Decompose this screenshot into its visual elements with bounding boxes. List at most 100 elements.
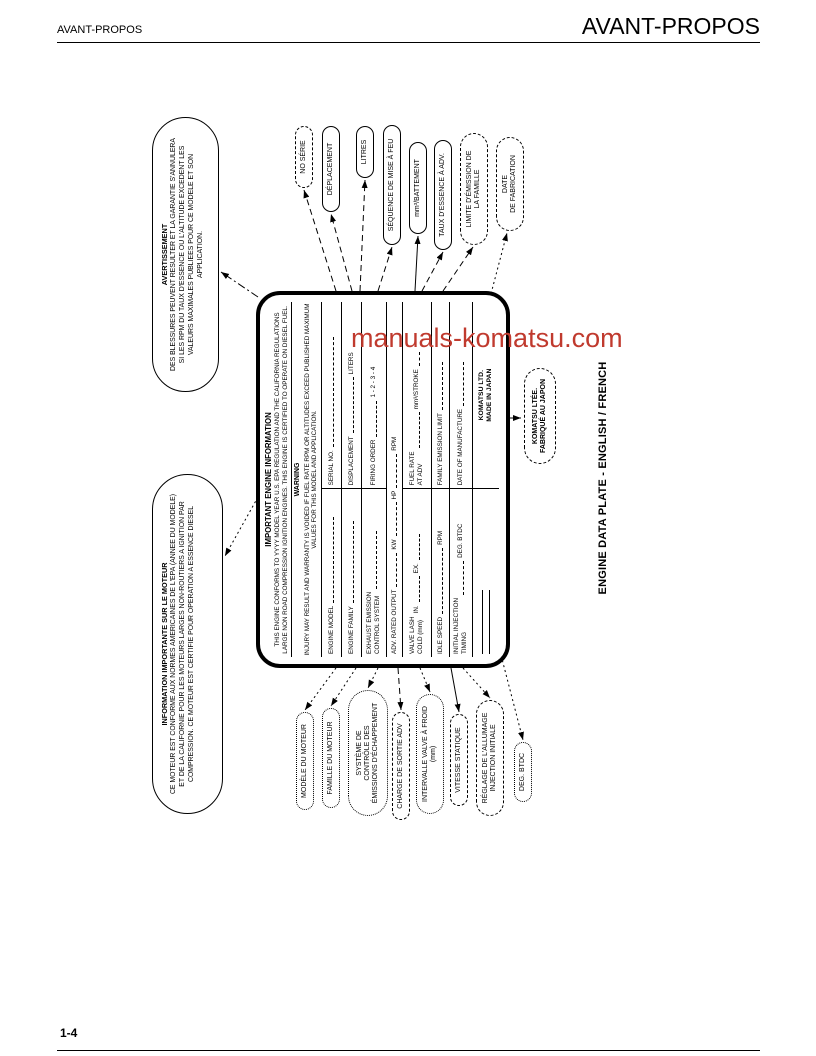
field-idle-speed: IDLE SPEED (436, 616, 444, 654)
blank-field (391, 502, 398, 537)
field-date-of-manufacture: DATE OF MANUFACTURE (457, 408, 465, 486)
rotated-diagram: INFORMATION IMPORTANTE SUR LE MOTEUR CE … (150, 115, 630, 830)
connector-liters (359, 179, 368, 292)
blank-field (457, 560, 464, 595)
blank-field (391, 453, 398, 488)
blank-field (413, 352, 420, 367)
callout-famille-moteur: FAMILLE DU MOTEUR (322, 708, 340, 808)
plate-conformity-text: THIS ENGINE CONFORMS TO YYYY MODEL YEAR … (274, 305, 289, 654)
table-row: ENGINE FAMILY DISPLACEMENT LITERS (340, 302, 361, 657)
field-firing-order: FIRING ORDER (370, 439, 378, 486)
field-fuel-rate: FUEL RATE AT ADV (409, 451, 424, 486)
blank-field (370, 530, 377, 589)
blank-signature-lines (481, 492, 490, 654)
field-deg-btdc: DEG. BTDC (457, 523, 465, 558)
watermark: manuals-komatsu.com (351, 323, 623, 353)
callout-taux-essence-adv: TAUX D'ESSENCE À ADV. (434, 140, 452, 250)
callout-charge-sortie-adv: CHARGE DE SORTIE ADV (392, 712, 410, 820)
header-running-title: AVANT-PROPOS (57, 24, 143, 36)
french-info-body: CE MOTEUR EST CONFORME AUX NORMES AMERIC… (170, 493, 195, 795)
plate-title: IMPORTANT ENGINE INFORMATION (264, 412, 273, 547)
page-title: AVANT-PROPOS (581, 13, 760, 39)
connector-fuel-rate (421, 251, 444, 292)
field-adv-output: ADV. RATED OUTPUT (390, 589, 398, 654)
table-row: ADV. RATED OUTPUT KW HP RPM (385, 302, 402, 657)
callout-deg-btdc: DEG. BTDC (514, 742, 532, 802)
french-info-title: INFORMATION IMPORTANTE SUR LE MOTEUR (160, 562, 169, 726)
blank-line (488, 590, 490, 654)
field-firing-order-value: 1 - 2 - 3 - 4 (370, 366, 378, 398)
table-row: KOMATSU LTD. MADE IN JAPAN (471, 302, 499, 657)
field-family-emission-limit: FAMILY EMISSION LIMIT (436, 413, 444, 486)
connector-mm3-stroke (414, 235, 421, 292)
blank-field (370, 400, 377, 437)
callout-no-serie: NO SÉRIE (295, 126, 313, 188)
french-info-oval: INFORMATION IMPORTANTE SUR LE MOTEUR CE … (152, 474, 223, 814)
blank-field (391, 552, 398, 587)
blank-field (328, 337, 335, 448)
field-engine-model: ENGINE MODEL (327, 605, 335, 654)
connector-emission-system (367, 667, 379, 689)
field-displacement: DISPLACEMENT (347, 436, 355, 486)
callout-deplacement: DÉPLACEMENT (322, 126, 340, 212)
connector-adv-output (397, 667, 404, 711)
connector-valve-lash (419, 667, 431, 693)
blank-field (348, 521, 355, 604)
blank-field (437, 362, 444, 411)
field-engine-family: ENGINE FAMILY (347, 606, 355, 654)
blank-field (413, 576, 420, 603)
footer-rule (57, 1050, 760, 1051)
table-row: IDLE SPEED RPM FAMILY EMISSION LIMIT (430, 302, 449, 657)
field-valve-lash: VALVE LASH COLD (mm) (409, 616, 424, 654)
plate-warning-body: INJURY MAY RESULT AND WARRANTY IS VOIDED… (303, 303, 319, 656)
field-mm3-stroke: mm³/STROKE (413, 369, 421, 410)
blank-field (413, 534, 420, 561)
field-in: IN. (413, 605, 421, 614)
connector-serial-no (303, 189, 337, 292)
header-rule (57, 42, 760, 43)
table-row: ENGINE MODEL SERIAL NO. (320, 302, 341, 657)
connector-information (224, 496, 259, 557)
field-serial-no: SERIAL NO. (327, 450, 335, 486)
callout-reglage-allumage: RÉGLAGE DE L'ALLUMAGE INJECTION INITIALE (476, 700, 504, 816)
blank-line (481, 590, 483, 654)
connector-displacement (330, 213, 353, 292)
callout-limite-emission-famille: LIMITE D'ÉMISSION DE LA FAMILLE (460, 133, 488, 245)
field-kw: KW (390, 539, 398, 550)
connector-firing-order (377, 246, 393, 292)
french-warning-body: DES BLESSURES PEUVENT RESULTER ET LA GAR… (170, 138, 204, 371)
connector-injection-timing (462, 667, 491, 699)
callout-intervalle-valve-froid: INTERVALLE VALVE À FROID (mm) (416, 694, 444, 814)
french-warning-oval: AVERTISSEMENT DES BLESSURES PEUVENT RESU… (152, 117, 219, 392)
blank-field (348, 377, 355, 434)
connector-emission-limit (442, 246, 474, 292)
blank-field (457, 361, 464, 406)
table-row: VALVE LASH COLD (mm) IN. EX. FUEL RATE A… (401, 302, 431, 657)
connector-idle-speed (450, 667, 461, 713)
callout-komatsu-ltee: KOMATSU LTÉE. FABRIQUÉ AU JAPON (524, 368, 556, 464)
field-idle-rpm: RPM (436, 530, 444, 545)
field-hp: HP (390, 490, 398, 500)
plate-divider (291, 302, 293, 657)
connector-avertissement (220, 271, 259, 298)
callout-vitesse-statique: VITESSE STATIQUE (450, 714, 468, 806)
connector-engine-model (304, 667, 337, 711)
plate-table: ENGINE MODEL SERIAL NO. ENGINE FAMILY DI… (320, 302, 499, 657)
callout-modele-moteur: MODÈLE DU MOTEUR (296, 712, 314, 810)
table-row: EXHAUST EMISSION CONTROL SYSTEM FIRING O… (360, 302, 386, 657)
callout-systeme-controle-emissions: SYSTÈME DE CONTRÔLE DES ÉMISSIONS D'ÉCHA… (348, 690, 388, 816)
callout-date-fabrication: DATE DE FABRICATION (496, 137, 524, 231)
field-initial-injection: INITIAL INJECTION TIMING (453, 597, 468, 654)
field-liters: LITERS (347, 352, 355, 375)
callout-mm3-battement: mm³/BATTEMENT (409, 142, 427, 234)
field-rpm: RPM (390, 436, 398, 451)
page-number: 1-4 (60, 1026, 78, 1040)
engine-plate-figure: INFORMATION IMPORTANTE SUR LE MOTEUR CE … (150, 115, 630, 830)
callout-sequence-mise-a-feu: SÉQUENCE DE MISE À FEU (383, 125, 401, 245)
blank-field (413, 412, 420, 449)
table-row: INITIAL INJECTION TIMING DEG. BTDC DATE O… (448, 302, 472, 657)
field-exhaust-emission: EXHAUST EMISSION CONTROL SYSTEM (366, 591, 381, 654)
blank-field (328, 516, 335, 603)
blank-field (437, 547, 444, 614)
